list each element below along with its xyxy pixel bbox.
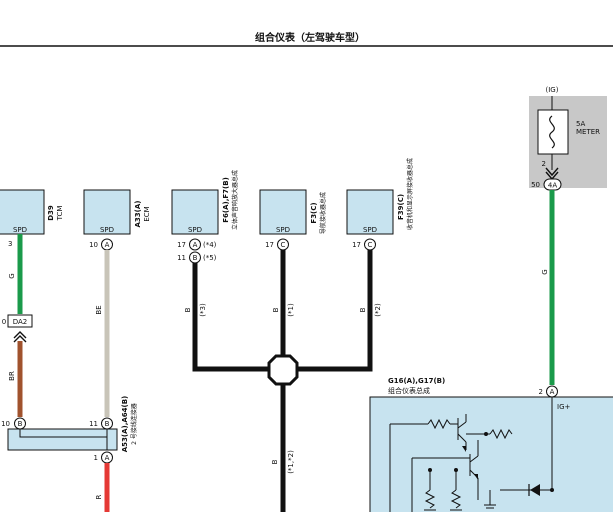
jc-code: A53(A),A64(B) [121, 396, 129, 453]
tcm-code: D39 [47, 205, 55, 221]
meter-internal-circuit [389, 414, 552, 512]
jc-internal-bus [19, 429, 108, 438]
fuse-icon [549, 115, 555, 149]
nav-pin-num: 17 [265, 241, 274, 249]
jc-pin-bottom-num: 1 [94, 454, 98, 462]
ecm-box [83, 189, 131, 235]
transistor-arrow-icon [462, 446, 466, 452]
power-connector-label: 4A [548, 182, 557, 190]
power-pin-num: 50 [531, 181, 540, 189]
ecm-box-label: SPD [100, 226, 114, 234]
radio-wire-color: B [359, 307, 367, 312]
amp-box-label: SPD [188, 226, 202, 234]
fuse-pin-top: 2 [542, 160, 546, 168]
radio-code: F39(C) [397, 194, 405, 220]
amp-pin1-num: 17 [177, 241, 186, 249]
radio-box-label: SPD [363, 226, 377, 234]
amp-code: F6(A),F7(B) [222, 177, 230, 223]
splice-junction-octagon [267, 354, 299, 386]
ecm-wire-color: BE [95, 305, 103, 314]
da2-wire-color: BR [8, 371, 16, 381]
amp-pin1-conn: A [193, 241, 198, 249]
diode-icon [530, 484, 540, 496]
nav-wire-note: (*1) [287, 303, 295, 317]
meter-pin-num: 2 [539, 388, 543, 396]
tcm-box-label: SPD [13, 226, 27, 234]
meter-connector-label: A [550, 388, 555, 396]
nav-box [259, 189, 307, 235]
jc-pin-left-conn: B [18, 420, 23, 428]
fuse-name: METER [576, 128, 600, 136]
power-source-label: (IG) [546, 86, 559, 94]
nav-connector-label: C [281, 241, 286, 249]
amp-wire-color: B [184, 307, 192, 312]
power-wire-color: G [541, 269, 549, 274]
da2-label: DA2 [13, 318, 28, 326]
radio-name: 收音机和显示屏接收器总成 [406, 158, 414, 230]
jc-name: 2 号接线连接器 [130, 403, 138, 445]
radio-connector-label: C [368, 241, 373, 249]
amp-name: 立体声音响放大器总成 [231, 170, 239, 230]
trunk-wire-color: B [271, 459, 279, 464]
da2-connector [7, 314, 33, 328]
jc-pin-right-conn: B [105, 420, 110, 428]
diagram-title: 组合仪表（左驾驶车型） [255, 31, 365, 44]
amp-pin2-conn: B [193, 254, 198, 262]
tcm-pin-num: 3 [8, 240, 12, 248]
meter-name: 组合仪表总成 [388, 386, 430, 395]
jc-wire-color: R [95, 494, 103, 499]
radio-box [346, 189, 394, 235]
ecm-name: ECM [143, 206, 151, 221]
ecm-code: A33(A) [134, 201, 142, 228]
nav-box-label: SPD [276, 226, 290, 234]
amp-box [171, 189, 219, 235]
connector-chevron-icon [545, 167, 559, 177]
meter-box [369, 396, 613, 516]
ecm-pin-num: 10 [89, 241, 98, 249]
nav-name: 导航接收器总成 [319, 192, 327, 234]
ecm-connector-label: A [105, 241, 110, 249]
tcm-name: TCM [56, 206, 64, 222]
amp-wire-note: (*3) [199, 303, 207, 317]
svg-text:0: 0 [2, 318, 6, 326]
nav-code: F3(C) [310, 202, 318, 223]
tcm-wire-color: G [8, 273, 16, 278]
radio-wire-note: (*2) [374, 303, 382, 317]
fuse-rating: 5A [576, 120, 585, 128]
nav-wire-color: B [272, 307, 280, 312]
amp-pin2-num: 11 [177, 254, 186, 262]
junction-connector-box [7, 428, 118, 451]
da2-chevron-icon [13, 331, 27, 339]
jc-pin-left-num: 10 [1, 420, 10, 428]
amp-pin1-circle [189, 238, 201, 251]
amp-pin1-note: (*4) [203, 241, 217, 249]
jc-pin-bottom-conn: A [105, 454, 110, 462]
radio-pin-num: 17 [352, 241, 361, 249]
trunk-wire-note: (*1,*2) [287, 450, 295, 474]
meter-code: G16(A),G17(B) [388, 377, 445, 385]
jc-pin-right-num: 11 [89, 420, 98, 428]
meter-terminal: IG+ [557, 403, 570, 411]
amp-pin2-note: (*5) [203, 254, 217, 262]
